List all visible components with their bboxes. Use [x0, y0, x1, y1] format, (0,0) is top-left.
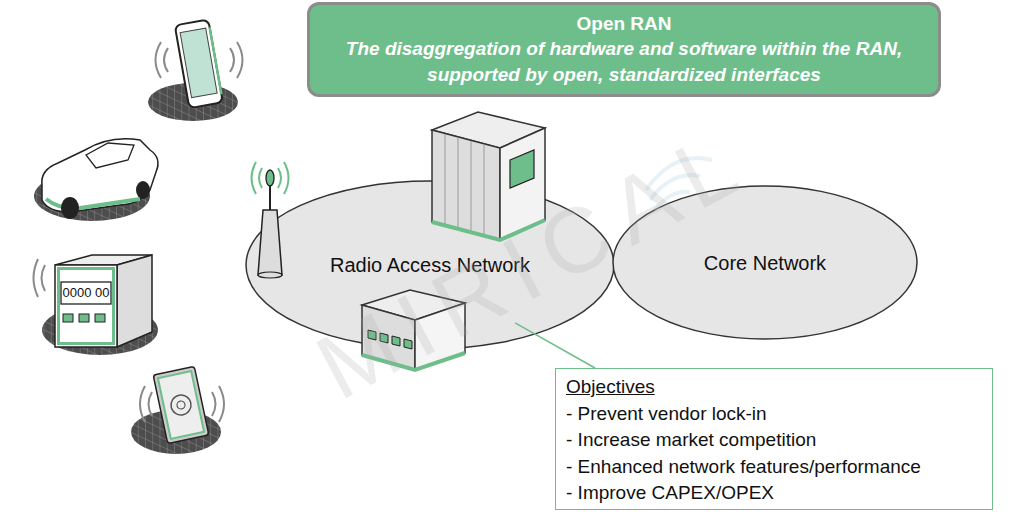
smart-meter-part [61, 282, 111, 304]
smart-meter-part [95, 314, 105, 322]
server-cabinet-part [445, 134, 484, 236]
car-device [34, 139, 158, 221]
leader-line [515, 323, 595, 368]
ellipse-shape [246, 181, 614, 349]
signal-arcs [34, 259, 46, 297]
car-device-part [86, 143, 134, 168]
router-box-part [362, 353, 465, 370]
phone-device-part [175, 20, 223, 109]
phone-device [148, 20, 243, 121]
signal-arcs-part [34, 259, 46, 297]
router-box-part [415, 303, 465, 370]
sim-chip [131, 366, 224, 454]
server-cabinet-part [510, 150, 534, 188]
car-device-part [136, 181, 150, 199]
server-cabinet-part [432, 112, 545, 148]
server-cabinet [432, 112, 545, 240]
smart-meter-part [63, 314, 73, 322]
watermark-arcs-part [646, 158, 712, 210]
core-ellipse: Core Network [612, 185, 918, 340]
router-box-part [362, 290, 465, 320]
title-box: Open RANThe disaggregation of hardware a… [307, 2, 941, 97]
antenna-tower-part [269, 186, 271, 210]
list-item: - Increase market competition [566, 427, 982, 454]
node-label: Radio Access Network [330, 253, 530, 277]
antenna-tower-part [252, 162, 289, 194]
server-cabinet-part [500, 128, 545, 240]
smart-meter-part [55, 265, 117, 347]
car-device-part [46, 199, 140, 208]
smart-meter-part [59, 269, 114, 344]
sim-chip-part-part [176, 400, 185, 409]
list-item: - Improve CAPEX/OPEX [566, 480, 982, 507]
antenna-tower-part [258, 210, 282, 275]
car-device-part [42, 139, 158, 212]
router-box-part [368, 330, 412, 349]
heading-text: Open RAN [577, 12, 672, 36]
sim-chip-part [140, 386, 224, 422]
ran-ellipse: Radio Access Network [245, 180, 615, 350]
router-box-part [362, 305, 415, 370]
list-item: - Enhanced network features/performance [566, 454, 982, 481]
sim-chip-part-part [169, 393, 193, 417]
server-cabinet-part [432, 220, 545, 240]
objectives-box: Objectives- Prevent vendor lock-in- Incr… [555, 368, 993, 510]
list-heading: Objectives [566, 374, 982, 401]
phone-device-part-part [210, 27, 222, 94]
sim-chip-part [153, 366, 209, 443]
body-text: The disaggregation of hardware and softw… [338, 36, 910, 88]
watermark-arcs [646, 158, 712, 210]
phone-device-part [156, 42, 243, 78]
antenna-tower [252, 162, 289, 278]
car-device-part [61, 197, 79, 219]
smart-meter-part [117, 255, 152, 347]
server-cabinet-part [432, 130, 500, 240]
router-box [362, 290, 465, 370]
ellipse-shape [613, 186, 917, 339]
sim-chip-part-part [153, 366, 209, 443]
sim-chip-part-part [158, 371, 204, 439]
smart-meter-part [79, 314, 89, 322]
list-item: - Prevent vendor lock-in [566, 401, 982, 428]
smart-meter [42, 255, 158, 355]
phone-device-part-part [175, 20, 223, 109]
antenna-tower-part [266, 170, 274, 186]
antenna-tower-part [258, 272, 282, 278]
node-label: Core Network [704, 251, 826, 275]
edge-layer [515, 323, 595, 368]
